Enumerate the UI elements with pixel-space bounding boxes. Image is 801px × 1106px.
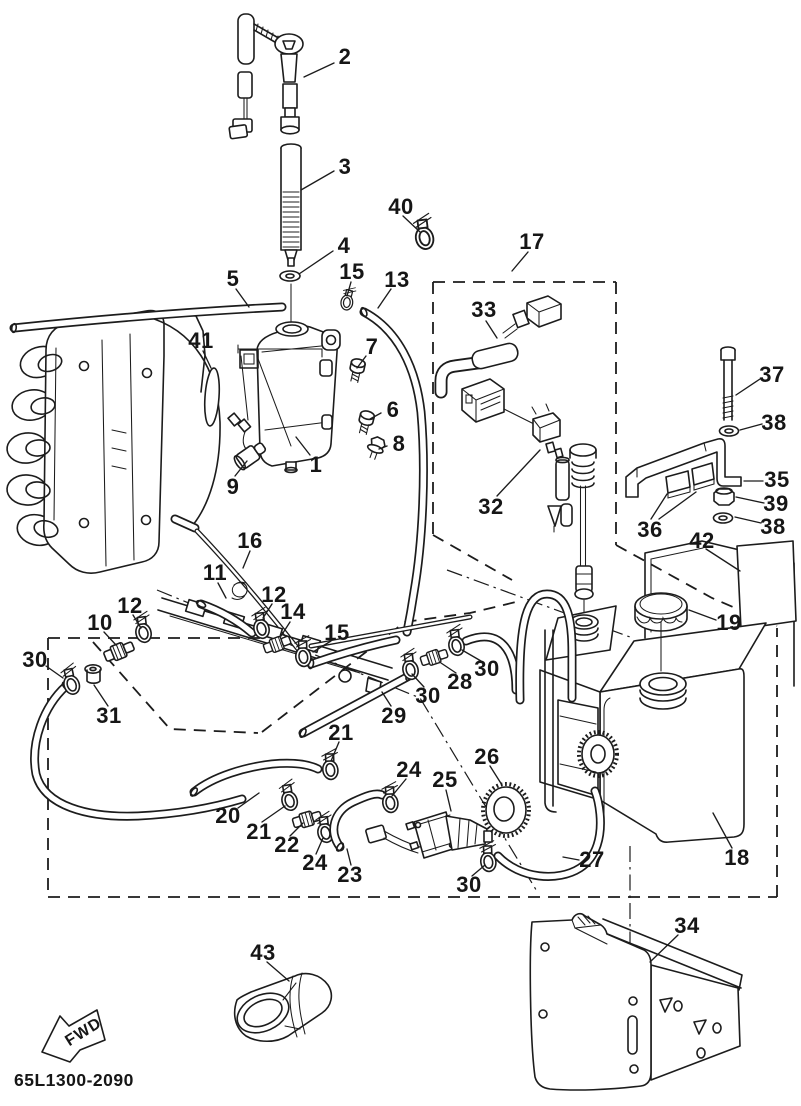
part-label-6: 6 [386,397,400,422]
part-label-3: 3 [338,154,352,179]
part-label-21: 21 [328,720,354,745]
part-label-4: 4 [337,233,351,258]
washer-38-bottom [712,512,734,524]
part-label-42: 42 [689,528,715,553]
oil-pump-25 [405,811,493,859]
part-label-7: 7 [365,334,379,359]
clamp-40 [409,212,440,252]
hose-5 [9,302,287,334]
harness-33 [434,295,562,426]
part-label-34: 34 [674,913,700,938]
part-label-30: 30 [22,647,48,672]
part-label-25: 25 [432,767,458,792]
part-label-9: 9 [226,474,240,499]
hose-23 [329,789,387,852]
part-label-43: 43 [250,940,276,965]
bolt-37 [720,346,736,421]
connector-33b [461,378,505,423]
part-label-24: 24 [302,850,328,875]
part-label-11: 11 [202,560,228,585]
bolt-6 [355,408,377,437]
part-label-30: 30 [415,683,441,708]
damper-plate-42 [736,540,797,630]
part-label-30: 30 [474,656,500,681]
part-label-12: 12 [261,582,287,607]
washer-38-top [718,425,740,437]
oil-tank-18 [515,589,767,843]
clamp-21-bottom [275,777,303,814]
part-label-27: 27 [579,847,605,872]
part-label-31: 31 [96,703,122,728]
fitting-10 [101,638,137,665]
hose-left-loop [30,681,247,821]
plug-31 [84,663,102,684]
damper-36-pads [665,462,715,499]
hose-u-over-tank [515,589,577,705]
pump-connector-wires [365,824,421,854]
ring-nut-26 [481,782,531,838]
part-label-39: 39 [763,491,789,516]
part-label-8: 8 [392,431,406,456]
joint-22 [290,807,324,831]
callout-leader-lines [45,62,765,982]
part-label-23: 23 [337,862,363,887]
bolt-8 [366,436,386,460]
part-label-13: 13 [384,267,410,292]
oil-tank-1 [237,321,341,474]
hose-13 [359,306,428,637]
clip-16 [231,581,248,600]
part-label-12: 12 [117,593,143,618]
pocket [557,699,619,797]
fwd-arrow: FWD [41,1009,106,1063]
bolt-7 [346,356,367,384]
bracket-34 [529,912,743,1091]
fitting-9 [227,412,267,471]
part-label-20: 20 [215,803,241,828]
hose-middle [306,614,473,670]
engine-cover [6,309,206,574]
part-label-2: 2 [338,44,352,69]
part-label-19: 19 [716,610,742,635]
part-label-38: 38 [760,514,786,539]
part-label-41: 41 [188,328,214,353]
diagram-code: 65L1300-2090 [14,1070,134,1090]
part-label-15: 15 [324,620,350,645]
part-label-37: 37 [759,362,785,387]
seal-41 [203,367,221,427]
clamp-21-top [318,747,343,782]
part-label-40: 40 [388,194,414,219]
hose-20 [189,758,323,797]
part-label-18: 18 [724,845,750,870]
part-label-29: 29 [381,703,407,728]
part-label-28: 28 [447,669,473,694]
oil-level-sender-32 [531,403,597,614]
part-label-30: 30 [456,872,482,897]
part-label-38: 38 [761,410,787,435]
hose-27 [493,786,605,881]
oil-level-gauge-assembly [228,13,304,326]
part-label-5: 5 [226,266,240,291]
part-label-33: 33 [471,297,497,322]
bracket-35 [625,438,742,498]
part-label-1: 1 [309,452,323,477]
part-label-24: 24 [396,757,422,782]
filler-neck [639,672,687,710]
part-label-14: 14 [280,599,306,624]
nut-39 [713,487,735,506]
part-label-26: 26 [474,744,500,769]
part-label-10: 10 [87,610,113,635]
part-label-16: 16 [237,528,263,553]
cowl-outline [144,315,309,662]
part-label-15: 15 [339,259,365,284]
part-label-17: 17 [519,229,545,254]
part-label-21: 21 [246,819,272,844]
grommet-43 [233,972,333,1043]
part-label-35: 35 [764,467,790,492]
part-label-22: 22 [274,832,300,857]
part-label-32: 32 [478,494,504,519]
part-label-36: 36 [637,517,663,542]
